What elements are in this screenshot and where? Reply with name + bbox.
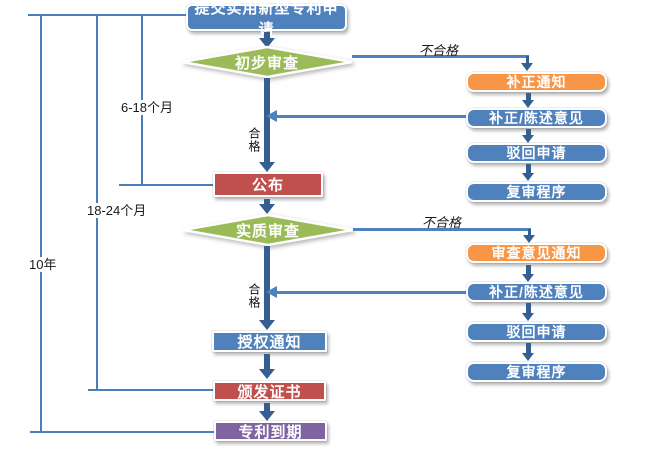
timeline-10y-vline <box>40 14 42 433</box>
b1-arrow-3-head <box>522 173 534 181</box>
fail-elbow-2-hline <box>353 228 531 231</box>
correction-notice-box: 补正通知 <box>466 72 607 92</box>
arrow-grant-to-cert-line <box>264 354 270 369</box>
b2-arrow-2-line <box>526 303 531 313</box>
b2-arrow-1-line <box>526 265 531 274</box>
fail-label-2: 不合格 <box>422 215 462 230</box>
flow-subst-to-grant-line <box>264 246 270 320</box>
b1-arrow-1-head <box>522 100 534 108</box>
fail-elbow-1-hline <box>352 55 529 58</box>
return-arrow-2-head <box>266 286 277 298</box>
flow-subst-to-grant-head <box>259 320 275 330</box>
b1-review-box: 复审程序 <box>466 182 607 202</box>
grant-notice-box: 授权通知 <box>212 331 327 352</box>
timeline-18-24-vline <box>96 14 98 391</box>
b2-review-box: 复审程序 <box>466 362 607 382</box>
timeline-6-18-hline <box>119 184 213 186</box>
fail-elbow-2-vline <box>528 229 531 236</box>
submit-application-box: 提交实用新型专利申请 <box>186 0 347 38</box>
return-arrow-1-head <box>266 110 277 122</box>
duration-to-grant-label: 18-24个月 <box>84 203 150 218</box>
b2-arrow-2-head <box>522 313 534 321</box>
duration-to-publish-label: 6-18个月 <box>118 100 177 115</box>
b1-arrow-2-line <box>526 129 531 135</box>
arrow-submit-to-prelim-line <box>264 32 270 39</box>
fail-label-1: 不合格 <box>419 43 459 58</box>
fail-elbow-1-vline <box>526 56 529 64</box>
timeline-top-line <box>28 14 188 16</box>
arrow-publish-to-subst-head <box>259 204 275 214</box>
pass-label-2: 合格 <box>247 283 261 309</box>
prelim-exam-diamond <box>181 45 353 79</box>
patent-expire-box: 专利到期 <box>214 421 327 441</box>
exam-opinion-notice-box: 审查意见通知 <box>466 243 607 263</box>
b1-arrow-3-line <box>526 164 531 173</box>
return-arrow-1-line <box>277 115 466 118</box>
arrow-publish-to-subst-line <box>264 199 270 205</box>
b2-arrow-1-head <box>522 274 534 282</box>
b1-rejection-box: 驳回申请 <box>466 143 607 163</box>
b2-rejection-box: 驳回申请 <box>466 322 607 342</box>
arrow-submit-to-prelim-head <box>259 38 275 48</box>
b1-arrow-2-head <box>522 135 534 143</box>
timeline-10y-hline <box>30 431 214 433</box>
prelim-exam-diamond-label: 初步审查 <box>234 54 299 72</box>
timeline-18-24-hline <box>88 389 213 391</box>
return-arrow-2-line <box>277 291 466 294</box>
substantive-exam-diamond <box>182 213 354 247</box>
b2-response-box: 补正/陈述意见 <box>466 282 607 302</box>
b1-response-box: 补正/陈述意见 <box>466 108 607 128</box>
pass-label-1: 合格 <box>247 127 261 153</box>
b2-arrow-3-head <box>522 353 534 361</box>
arrow-cert-to-expire-line <box>264 403 270 411</box>
flow-prelim-to-publish-head <box>259 162 275 172</box>
arrow-cert-to-expire-head <box>259 411 275 421</box>
duration-to-expire-label: 10年 <box>26 257 60 272</box>
issue-certificate-box: 颁发证书 <box>213 381 326 401</box>
fail-elbow-1-head <box>521 63 533 71</box>
b1-arrow-1-line <box>526 93 531 100</box>
fail-elbow-2-head <box>523 235 535 243</box>
arrow-grant-to-cert-head <box>259 369 275 379</box>
b2-arrow-3-line <box>526 343 531 353</box>
substantive-exam-diamond-label: 实质审查 <box>235 222 300 240</box>
publish-box: 公布 <box>213 172 323 197</box>
